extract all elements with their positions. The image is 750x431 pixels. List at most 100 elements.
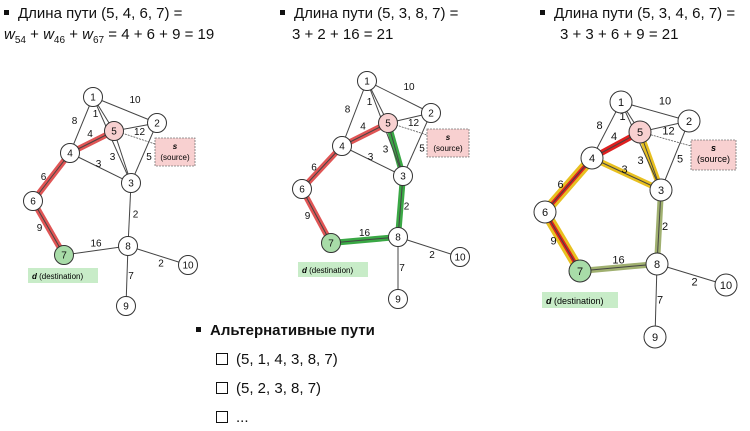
edge-1-2 [366,80,432,114]
edge-weight-4-5: 4 [87,129,93,140]
node-label-2: 2 [154,119,160,130]
node-label-7: 7 [328,239,334,250]
edge-weight-1-5: 1 [619,111,625,123]
header-1-line1: Длина пути (5, 4, 6, 7) = [18,5,183,22]
node-2 [677,109,701,133]
edge-weight-2-3: 5 [419,144,425,155]
node-3 [393,166,413,186]
edge-weight-1-2: 10 [403,82,415,93]
alternatives-title: Альтернативные пути [210,322,375,339]
edge-weight-4-6: 6 [557,179,563,191]
node-label-4: 4 [67,149,73,160]
node-10 [714,273,738,297]
edge-weight-2-5: 12 [134,127,146,138]
edge-weight-5-3: 3 [383,145,389,156]
edge-weight-8-10: 2 [429,250,435,261]
alternative-option: ... [216,407,375,429]
edge-3-8 [127,182,132,247]
edge-weight-1-5: 1 [367,97,373,108]
edge-4-3 [341,145,404,177]
edge-weight-2-3: 5 [146,152,152,163]
node-label-4: 4 [339,142,345,153]
node-3 [121,173,141,193]
source-label-text: (source) [433,144,463,153]
edge-1-2 [620,101,690,122]
node-label-6: 6 [30,197,36,208]
edge-weight-1-4: 8 [596,120,602,132]
node-label-1: 1 [618,97,624,109]
node-label-5: 5 [111,127,117,138]
source-label-box [690,139,737,171]
node-10 [178,255,198,275]
edge-2-3 [660,120,690,191]
edge-weight-4-3: 3 [621,164,627,176]
edge-weight-8-9: 7 [128,271,134,282]
source-connector [647,133,692,147]
edge-weight-1-5: 1 [93,109,99,120]
bullet-icon [280,9,285,15]
checkbox-icon [216,382,228,395]
bullet-icon [4,9,9,15]
edge-weight-8-9: 7 [399,263,405,274]
destination-label: d (destination) [302,266,353,275]
source-connector [395,124,428,136]
destination-label-box [28,268,98,283]
edge-weight-7-8: 16 [359,228,371,239]
edge-weight-8-10: 2 [691,277,697,289]
header-path-3: Длина пути (5, 3, 4, 6, 7) = 3 + 3 + 6 +… [540,3,735,45]
destination-label: d (destination) [546,296,604,306]
node-label-8: 8 [125,242,131,253]
node-label-2: 2 [428,109,434,120]
node-5 [104,121,124,141]
edge-weight-2-5: 12 [662,126,674,138]
node-4 [60,143,80,163]
node-6 [23,191,43,211]
source-label-s: s [711,143,716,153]
node-4 [580,146,604,170]
node-label-7: 7 [577,266,583,278]
header-path-2: Длина пути (5, 3, 8, 7) = 3 + 2 + 16 = 2… [280,3,458,45]
node-1 [609,90,633,114]
node-label-7: 7 [61,251,67,262]
edge-8-9 [654,263,658,338]
node-2 [421,103,441,123]
header-2-line1: Длина пути (5, 3, 8, 7) = [294,5,459,22]
edge-weight-1-4: 8 [72,116,78,127]
edge-4-6 [32,152,71,202]
edge-weight-4-5: 4 [360,122,366,133]
node-9 [116,296,136,316]
alternative-option: (5, 1, 4, 3, 8, 7) [216,349,375,371]
node-label-3: 3 [400,172,406,183]
header-1-line2: w54 + w46 + w67 = 4 + 6 + 9 = 19 [4,26,215,46]
source-label-s: s [446,133,451,142]
header-path-1: Длина пути (5, 4, 6, 7) = w54 + w46 + w6… [4,3,214,51]
edge-weight-4-6: 6 [41,172,47,183]
node-1 [357,71,377,91]
node-label-2: 2 [686,116,692,128]
node-label-3: 3 [658,185,664,197]
node-7 [321,233,341,253]
edge-7-8 [330,236,399,244]
node-label-10: 10 [720,280,732,292]
edge-1-4 [69,96,94,154]
node-label-9: 9 [652,332,658,344]
edge-6-7 [301,188,332,244]
edge-4-6 [544,157,593,213]
edge-weight-7-8: 16 [612,255,624,267]
node-label-9: 9 [123,302,129,313]
bullet-icon [196,326,201,332]
checkbox-icon [216,411,228,424]
edge-2-3 [402,112,432,177]
edge-8-10 [127,245,189,266]
node-label-6: 6 [542,207,548,219]
checkbox-icon [216,353,228,366]
node-7 [568,259,592,283]
edge-weight-4-3: 3 [368,152,374,163]
node-8 [388,227,408,247]
node-label-10: 10 [182,261,194,272]
edge-4-3 [69,152,132,184]
